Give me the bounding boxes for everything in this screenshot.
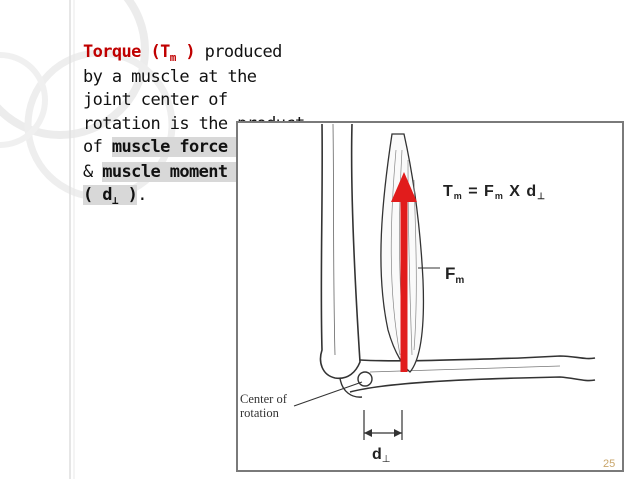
text-line-2: by a muscle at the [83,66,257,87]
text-line-3: joint center of [83,90,228,110]
figure-frame [236,121,624,472]
text-line-1: Torque (Tm ) produced [83,42,282,64]
muscle-force-label: Fm [445,264,465,286]
text-line-6: & muscle moment arm [83,161,267,182]
center-of-rotation-label: Center of rotation [240,392,287,420]
page-number: 25 [603,458,616,470]
torque-equation: Tm = Fm X d⊥ [443,183,547,201]
text-line-7: ( d⊥ ). [83,185,147,207]
moment-arm-label: d⊥ [372,446,391,465]
